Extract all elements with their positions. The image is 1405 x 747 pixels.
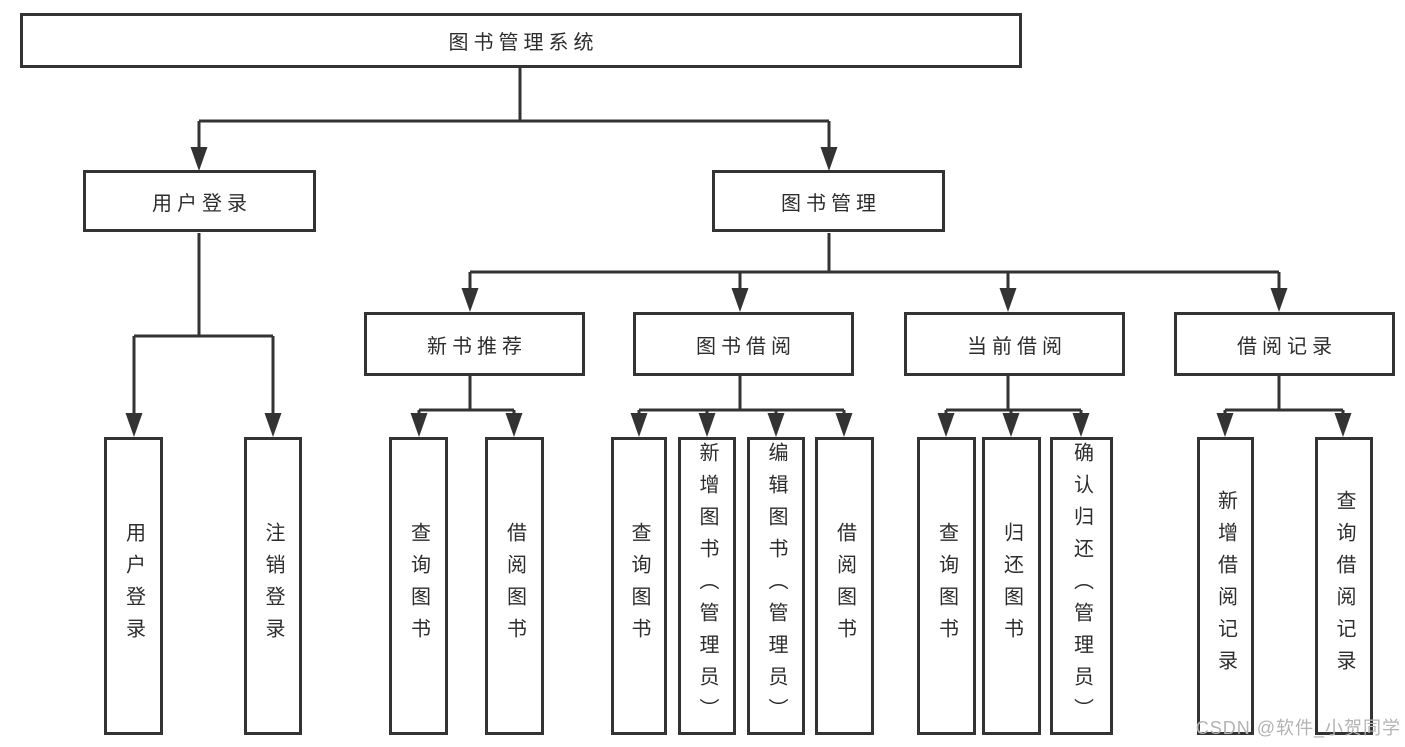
node-book-borrowing-label: 图书借阅: [696, 335, 796, 358]
leaf-add-borrow-record-label: 新增借阅记录: [1214, 490, 1237, 682]
leaf-query-books-recommend-label: 查询图书: [407, 522, 430, 650]
leaf-query-books-recommend: 查询图书: [389, 437, 448, 735]
leaf-query-books-borrowing-label: 查询图书: [628, 522, 650, 650]
node-book-management-label: 图书管理: [781, 192, 881, 215]
leaf-logout: 注销登录: [244, 437, 302, 735]
leaf-return-book: 归还图书: [982, 437, 1041, 735]
leaf-add-book-admin-label: 新增图书（管理员）: [696, 442, 718, 730]
leaf-edit-book-admin: 编辑图书（管理员）: [747, 437, 805, 735]
leaf-query-borrow-record-label: 查询借阅记录: [1333, 490, 1355, 682]
node-book-management: 图书管理: [712, 170, 945, 232]
leaf-query-borrow-record: 查询借阅记录: [1315, 437, 1373, 735]
node-current-borrowing-label: 当前借阅: [967, 335, 1067, 358]
leaf-query-books-borrowing: 查询图书: [611, 437, 667, 735]
leaf-edit-book-admin-label: 编辑图书（管理员）: [765, 442, 787, 730]
node-user-login: 用户登录: [83, 170, 316, 232]
node-borrowing-records: 借阅记录: [1174, 312, 1395, 376]
node-current-borrowing: 当前借阅: [904, 312, 1125, 376]
leaf-logout-label: 注销登录: [262, 522, 284, 650]
leaf-add-borrow-record: 新增借阅记录: [1197, 437, 1254, 735]
leaf-confirm-return-admin: 确认归还（管理员）: [1050, 437, 1113, 735]
leaf-borrow-books-recommend-label: 借阅图书: [503, 522, 526, 650]
leaf-query-books-current: 查询图书: [917, 437, 976, 735]
node-borrowing-records-label: 借阅记录: [1237, 335, 1337, 358]
node-library-system-label: 图书管理系统: [448, 32, 599, 54]
leaf-borrow-books-borrowing: 借阅图书: [815, 437, 874, 735]
leaf-add-book-admin: 新增图书（管理员）: [678, 437, 736, 735]
leaf-borrow-books-borrowing-label: 借阅图书: [833, 522, 856, 650]
node-new-book-recommendation-label: 新书推荐: [427, 335, 527, 358]
leaf-query-books-current-label: 查询图书: [935, 522, 958, 650]
leaf-return-book-label: 归还图书: [1000, 522, 1023, 650]
leaf-confirm-return-admin-label: 确认归还（管理员）: [1070, 442, 1093, 730]
leaf-user-login-label: 用户登录: [122, 522, 145, 650]
watermark: CSDN @软件_小贺同学: [1195, 718, 1401, 738]
node-book-borrowing: 图书借阅: [633, 312, 854, 376]
leaf-user-login: 用户登录: [104, 437, 163, 735]
leaf-borrow-books-recommend: 借阅图书: [485, 437, 544, 735]
node-user-login-label: 用户登录: [152, 192, 252, 215]
node-library-system: 图书管理系统: [20, 13, 1022, 68]
node-new-book-recommendation: 新书推荐: [364, 312, 585, 376]
